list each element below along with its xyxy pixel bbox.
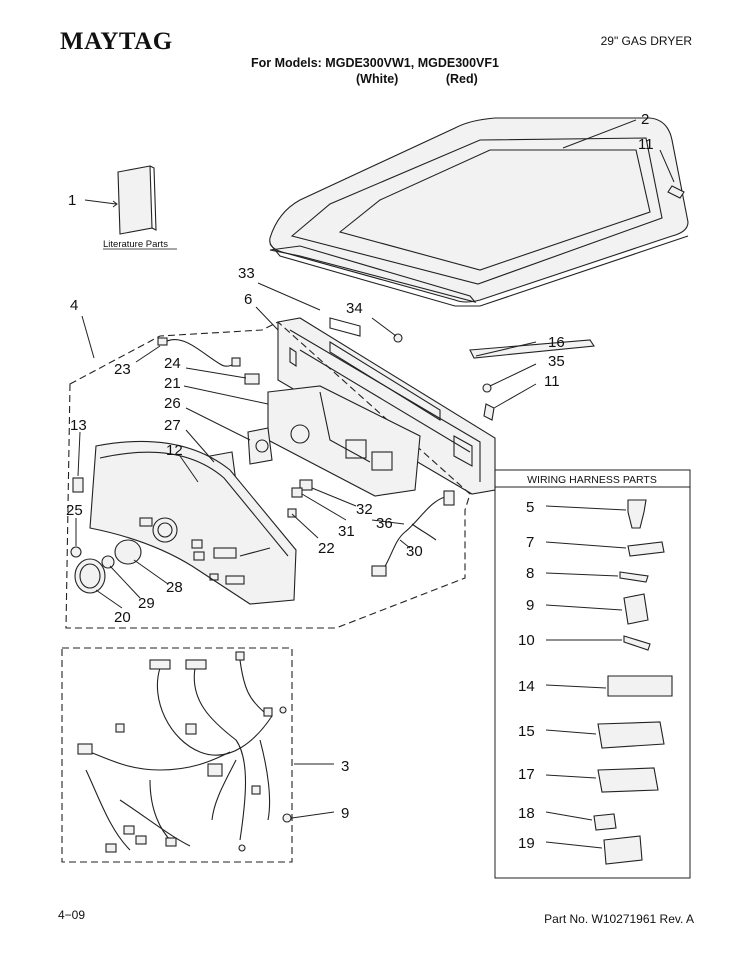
ring-29 [101, 555, 115, 569]
terminal-8 [619, 571, 649, 583]
literature-booklet [84, 165, 157, 235]
screw-11-right [483, 403, 495, 421]
callout-34: 34 [346, 300, 363, 317]
connector-19 [603, 835, 643, 865]
connector-31 [291, 487, 303, 498]
harness-assembly-outline [61, 647, 293, 863]
housing-7 [627, 541, 665, 557]
callout-14: 14 [518, 678, 535, 695]
callout-33: 33 [238, 265, 255, 282]
callout-9-harness: 9 [341, 805, 349, 822]
callout-32: 32 [356, 501, 373, 518]
callout-22: 22 [318, 540, 335, 557]
knob-20 [74, 558, 106, 594]
callout-10: 10 [518, 632, 535, 649]
screw-11-top [659, 149, 685, 199]
callout-9-box: 9 [526, 597, 534, 614]
variant-red: (Red) [445, 72, 478, 86]
callout-17: 17 [518, 766, 535, 783]
footer-part-number: Part No. W10271961 Rev. A [544, 912, 694, 926]
variant-white: (White) [356, 72, 399, 86]
callout-2: 2 [641, 111, 649, 128]
callout-5: 5 [526, 499, 534, 516]
callout-21: 21 [164, 375, 181, 392]
footer-date: 4−09 [58, 908, 86, 922]
callout-7: 7 [526, 534, 534, 551]
screw-9-harness [282, 813, 292, 823]
callout-3: 3 [341, 758, 349, 775]
callout-16: 16 [548, 334, 565, 351]
callout-25: 25 [66, 502, 83, 519]
callout-13: 13 [70, 417, 87, 434]
callout-35: 35 [548, 353, 565, 370]
callout-4: 4 [70, 297, 78, 314]
light-13 [72, 477, 84, 493]
callout-30: 30 [406, 543, 423, 560]
connector-17 [597, 767, 659, 793]
screw-25 [70, 546, 82, 558]
document-type: 29" GAS DRYER [600, 34, 692, 48]
callout-1: 1 [68, 192, 76, 209]
callout-6: 6 [244, 291, 252, 308]
callout-26: 26 [164, 395, 181, 412]
main-wire-harness [77, 651, 287, 853]
harness-23 [157, 337, 241, 367]
wiring-box [494, 469, 691, 879]
callout-20: 20 [114, 609, 131, 626]
connector-15 [597, 721, 665, 749]
callout-23: 23 [114, 361, 131, 378]
models-line: For Models: MGDE300VW1, MGDE300VF1 [251, 56, 499, 70]
console-assembly-outline [65, 321, 471, 629]
literature-label: Literature Parts [103, 239, 168, 250]
model-variants: (White) (Red) [356, 72, 478, 86]
callout-15: 15 [518, 723, 535, 740]
callout-36: 36 [376, 515, 393, 532]
label-24 [244, 373, 260, 385]
callout-19: 19 [518, 835, 535, 852]
encoder-26-hole [255, 439, 269, 453]
brand-logo: MAYTAG [60, 28, 173, 55]
connector-14 [607, 675, 673, 697]
callout-29: 29 [138, 595, 155, 612]
top-lid [269, 117, 689, 307]
leader-lines [75, 119, 637, 849]
callout-11-top: 11 [638, 136, 654, 153]
lid-gasket [269, 245, 477, 303]
console-front-panel [89, 440, 297, 605]
connector-32 [299, 479, 313, 491]
connector-22 [287, 508, 297, 518]
terminal-10 [623, 635, 651, 651]
callout-8: 8 [526, 565, 534, 582]
callout-12: 12 [166, 442, 183, 459]
callout-24: 24 [164, 355, 181, 372]
callout-27: 27 [164, 417, 181, 434]
callout-28: 28 [166, 579, 183, 596]
bumper-35 [482, 383, 492, 393]
bracket-26 [247, 427, 273, 465]
trim-strip-16 [469, 339, 595, 359]
connector-9 [623, 593, 649, 625]
clip-5 [627, 499, 647, 529]
callout-18: 18 [518, 805, 535, 822]
connector-18 [593, 813, 617, 831]
callout-11-right: 11 [544, 373, 560, 390]
harness-30 [371, 490, 455, 577]
wiring-box-title: WIRING HARNESS PARTS [527, 474, 657, 486]
bezel-28 [114, 539, 142, 565]
callout-31: 31 [338, 523, 355, 540]
